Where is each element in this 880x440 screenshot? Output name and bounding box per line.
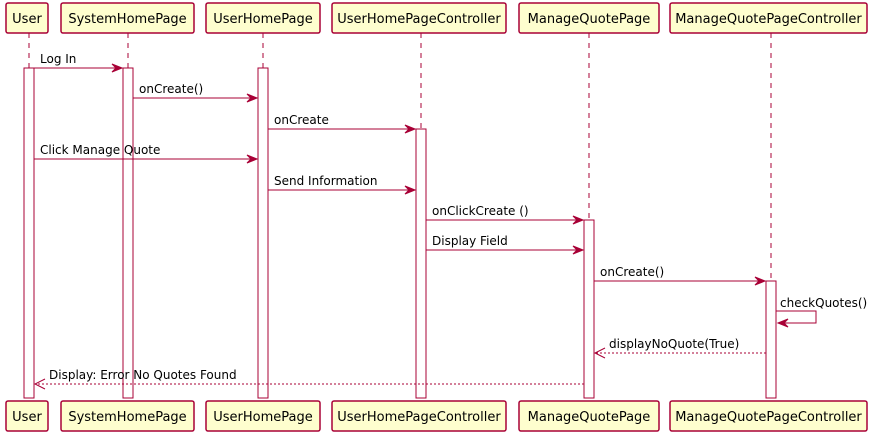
message-arrow: onCreate(): [594, 265, 767, 286]
participant-box: [669, 400, 868, 432]
self-message-line: [776, 310, 817, 324]
participant-uhp-bottom[interactable]: UserHomePage: [205, 400, 321, 432]
participant-name: UserHomePageController: [337, 12, 501, 27]
message-arrow: Display Field: [426, 234, 585, 255]
participant-mqp-bottom[interactable]: ManageQuotePage: [518, 400, 660, 432]
participant-box: [205, 400, 321, 432]
message-label: onClickCreate (): [432, 204, 529, 218]
participant-name: UserHomePage: [213, 410, 313, 425]
participant-shp-top[interactable]: SystemHomePage: [60, 2, 195, 34]
message-label: Click Manage Quote: [40, 143, 160, 157]
message-arrow: displayNoQuote(True): [593, 337, 766, 359]
arrowhead: [572, 215, 585, 225]
participant-name: SystemHomePage: [68, 12, 186, 27]
message-arrow: onClickCreate (): [426, 204, 585, 225]
participant-name: ManageQuotePageController: [675, 12, 862, 27]
arrowhead: [754, 276, 767, 286]
activation-bar-user: [23, 67, 35, 399]
arrowhead: [246, 93, 259, 103]
arrowhead: [593, 347, 606, 359]
message-arrow: Display: Error No Quotes Found: [33, 368, 584, 390]
activation-bar-mqp: [583, 219, 595, 399]
message-arrow: Send Information: [268, 174, 417, 195]
participant-box: [60, 400, 195, 432]
participant-box: [331, 2, 507, 34]
participant-box: [518, 2, 660, 34]
participant-uhpc-top[interactable]: UserHomePageController: [331, 2, 507, 34]
participant-box: [205, 2, 321, 34]
message-arrow: checkQuotes(): [776, 296, 867, 328]
participant-name: User: [12, 410, 42, 425]
participant-user-bottom[interactable]: User: [5, 400, 49, 432]
participant-shp-bottom[interactable]: SystemHomePage: [60, 400, 195, 432]
arrowhead: [111, 63, 124, 73]
arrowhead: [404, 185, 417, 195]
participant-name: User: [12, 12, 42, 27]
participant-box: [60, 2, 195, 34]
participant-box: [518, 400, 660, 432]
participant-user-top[interactable]: User: [5, 2, 49, 34]
activation-bar-mqpc: [765, 280, 777, 399]
participant-box: [5, 400, 49, 432]
message-label: Send Information: [274, 174, 378, 188]
message-label: Display Field: [432, 234, 508, 248]
message-arrow: Log In: [34, 52, 124, 73]
arrowhead: [33, 378, 46, 390]
participant-uhpc-bottom[interactable]: UserHomePageController: [331, 400, 507, 432]
arrowhead: [246, 154, 259, 164]
message-arrow: onCreate(): [133, 82, 259, 103]
participant-box: [669, 2, 868, 34]
participant-mqpc-top[interactable]: ManageQuotePageController: [669, 2, 868, 34]
activation-bar-uhpc: [415, 128, 427, 399]
participant-name: UserHomePageController: [337, 410, 501, 425]
participant-box: [331, 400, 507, 432]
participant-uhp-top[interactable]: UserHomePage: [205, 2, 321, 34]
activation-bar-shp: [122, 67, 134, 399]
participant-box: [5, 2, 49, 34]
message-arrow: Click Manage Quote: [34, 143, 259, 164]
participant-name: UserHomePage: [213, 12, 313, 27]
arrowhead: [404, 124, 417, 134]
message-label: onCreate(): [600, 265, 664, 279]
message-label: displayNoQuote(True): [609, 337, 739, 351]
participant-mqpc-bottom[interactable]: ManageQuotePageController: [669, 400, 868, 432]
message-label: Log In: [40, 52, 76, 66]
message-label: checkQuotes(): [780, 296, 867, 310]
participant-name: ManageQuotePageController: [675, 410, 862, 425]
participant-mqp-top[interactable]: ManageQuotePage: [518, 2, 660, 34]
participant-name: ManageQuotePage: [528, 410, 651, 425]
message-label: onCreate(): [139, 82, 203, 96]
activation-bar-uhp: [257, 67, 269, 399]
message-arrow: onCreate: [268, 113, 417, 134]
message-label: onCreate: [274, 113, 329, 127]
arrowhead: [572, 245, 585, 255]
message-label: Display: Error No Quotes Found: [49, 368, 237, 382]
participant-name: ManageQuotePage: [528, 12, 651, 27]
participant-name: SystemHomePage: [68, 410, 186, 425]
arrowhead: [776, 318, 789, 328]
